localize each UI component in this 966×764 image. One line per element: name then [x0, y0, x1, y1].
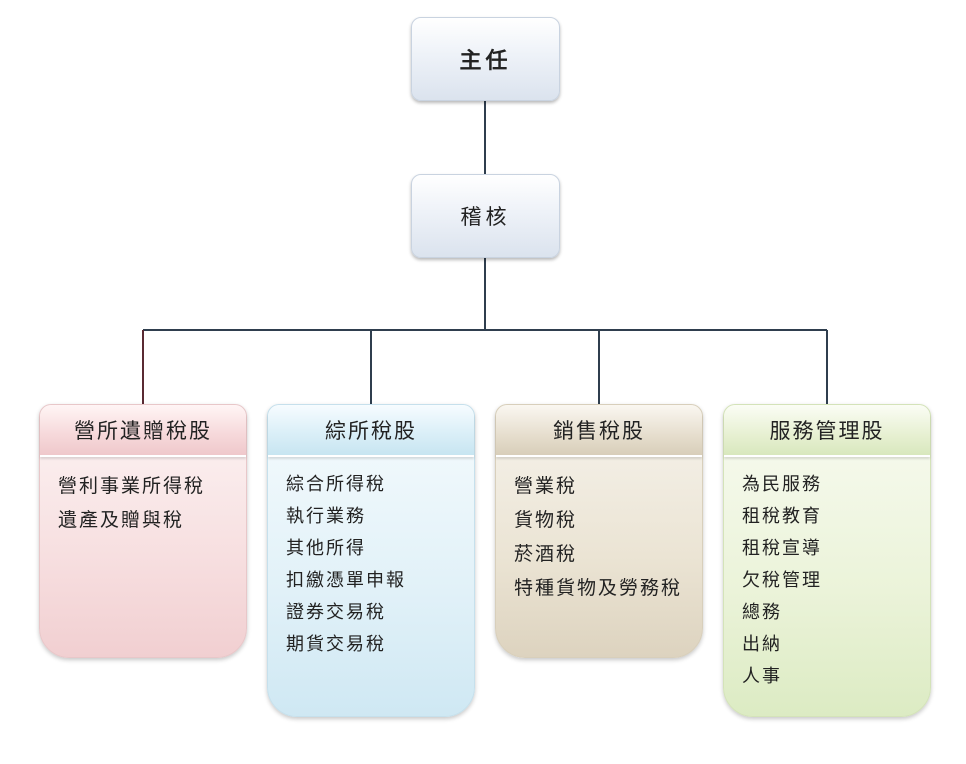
- list-item: 證券交易稅: [286, 602, 386, 623]
- list-item: 執行業務: [286, 506, 366, 527]
- dept-title: 服務管理股: [769, 419, 885, 443]
- list-item: 欠稅管理: [742, 570, 822, 591]
- dept-header: 銷售稅股: [496, 405, 702, 457]
- list-item: 遺產及贈與稅: [58, 509, 185, 531]
- dept-item-list: 營業稅 貨物稅 菸酒稅 特種貨物及勞務稅: [496, 457, 702, 605]
- dept-header: 綜所稅股: [268, 405, 474, 457]
- dept-box-service-management: 服務管理股 為民服務 租稅教育 租稅宣導 欠稅管理 總務 出納 人事: [723, 404, 931, 717]
- chief-box: 主任: [411, 17, 560, 101]
- list-item: 菸酒稅: [514, 543, 578, 565]
- list-item: 特種貨物及勞務稅: [514, 577, 683, 599]
- list-item: 租稅教育: [742, 506, 822, 527]
- dept-item-list: 綜合所得稅 執行業務 其他所得 扣繳憑單申報 證券交易稅 期貨交易稅: [268, 457, 474, 661]
- list-item: 為民服務: [742, 474, 822, 495]
- list-item: 營業稅: [514, 475, 578, 497]
- audit-label: 稽核: [460, 205, 511, 229]
- dept-box-income-tax: 綜所稅股 綜合所得稅 執行業務 其他所得 扣繳憑單申報 證券交易稅 期貨交易稅: [267, 404, 475, 717]
- chief-label: 主任: [459, 48, 512, 74]
- list-item: 營利事業所得稅: [58, 475, 206, 497]
- list-item: 其他所得: [286, 538, 366, 559]
- dept-header: 服務管理股: [724, 405, 930, 457]
- list-item: 期貨交易稅: [286, 634, 386, 655]
- dept-box-sales-tax: 銷售稅股 營業稅 貨物稅 菸酒稅 特種貨物及勞務稅: [495, 404, 703, 658]
- dept-item-list: 營利事業所得稅 遺產及贈與稅: [40, 457, 246, 537]
- dept-box-business-estate-tax: 營所遺贈稅股 營利事業所得稅 遺產及贈與稅: [39, 404, 247, 658]
- list-item: 出納: [742, 634, 782, 655]
- dept-title: 營所遺贈稅股: [74, 419, 212, 443]
- list-item: 綜合所得稅: [286, 474, 386, 495]
- dept-header: 營所遺贈稅股: [40, 405, 246, 457]
- dept-item-list: 為民服務 租稅教育 租稅宣導 欠稅管理 總務 出納 人事: [724, 457, 930, 693]
- dept-title: 銷售稅股: [553, 419, 645, 443]
- audit-box: 稽核: [411, 174, 560, 258]
- dept-title: 綜所稅股: [325, 419, 417, 443]
- list-item: 貨物稅: [514, 509, 578, 531]
- list-item: 租稅宣導: [742, 538, 822, 559]
- list-item: 人事: [742, 666, 782, 687]
- list-item: 總務: [742, 602, 782, 623]
- list-item: 扣繳憑單申報: [286, 570, 406, 591]
